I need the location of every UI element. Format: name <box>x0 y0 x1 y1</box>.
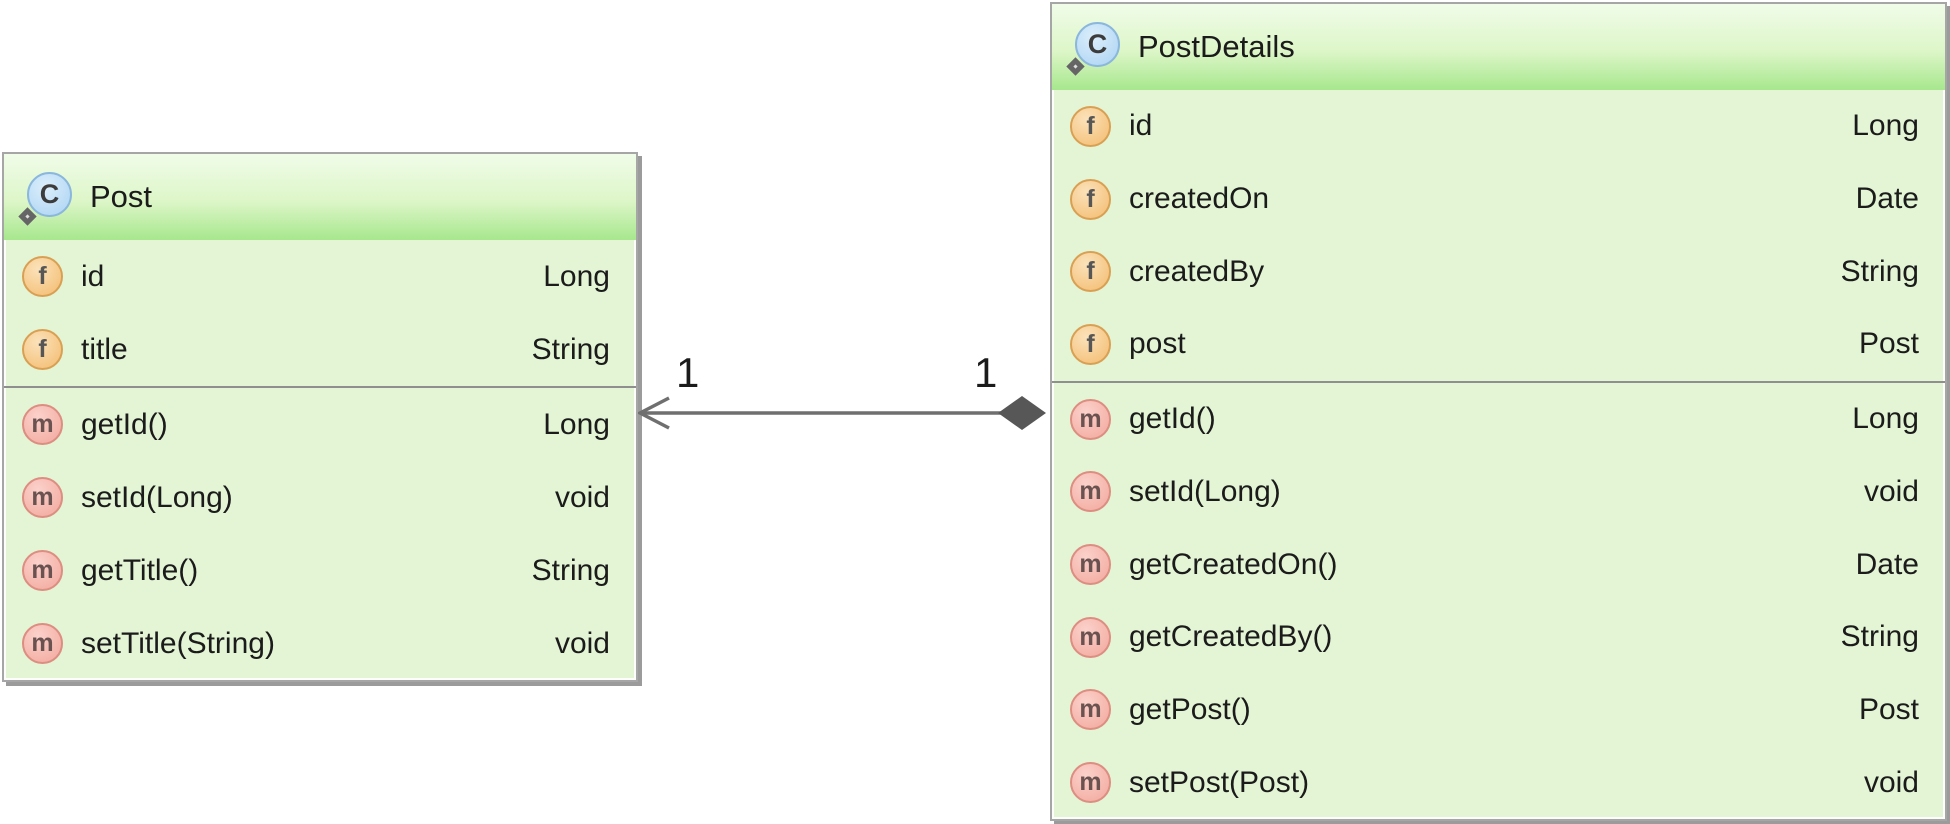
method-type: void <box>1863 765 1919 799</box>
multiplicity-label-post-end: 1 <box>676 349 700 396</box>
class-node-post[interactable]: C Post f id Long f title String m getId(… <box>2 152 638 682</box>
field-icon: f <box>1070 105 1111 147</box>
fields-methods-separator <box>4 386 636 388</box>
method-type: void <box>554 626 610 660</box>
fields-methods-separator <box>1052 380 1945 383</box>
method-row[interactable]: m setId(Long) void <box>1052 456 1945 529</box>
composition-diamond-icon <box>998 396 1046 430</box>
open-arrowhead-icon <box>638 396 670 430</box>
method-icon: m <box>1070 762 1111 804</box>
method-name: getId() <box>81 407 168 441</box>
method-row[interactable]: m setTitle(String) void <box>4 607 636 680</box>
field-name: createdOn <box>1129 182 1270 216</box>
method-row[interactable]: m getTitle() String <box>4 534 636 607</box>
method-type: String <box>531 553 610 587</box>
method-row[interactable]: m getCreatedOn() Date <box>1052 528 1945 601</box>
method-name: setPost(Post) <box>1129 765 1310 799</box>
method-icon: m <box>1070 689 1111 731</box>
method-icon: m <box>1070 398 1111 440</box>
field-name: id <box>1129 109 1153 143</box>
method-type: void <box>1863 474 1919 508</box>
class-title: PostDetails <box>1138 29 1295 64</box>
method-name: getCreatedOn() <box>1129 547 1338 581</box>
method-type: Date <box>1855 547 1919 581</box>
field-name: post <box>1129 327 1186 361</box>
method-icon: m <box>22 477 63 518</box>
field-type: Date <box>1855 182 1919 216</box>
field-type: Long <box>543 259 610 293</box>
association-connector[interactable] <box>638 358 1052 470</box>
method-icon: m <box>22 550 63 591</box>
method-row[interactable]: m getId() Long <box>1052 383 1945 456</box>
field-row[interactable]: f createdBy String <box>1052 235 1945 308</box>
field-icon: f <box>22 329 63 370</box>
field-icon: f <box>1070 251 1111 293</box>
method-type: Post <box>1858 692 1919 726</box>
class-node-postdetails[interactable]: C PostDetails f id Long f createdOn Date… <box>1050 2 1947 821</box>
method-type: void <box>554 480 610 514</box>
method-icon: m <box>1070 544 1111 586</box>
field-row[interactable]: f createdOn Date <box>1052 163 1945 236</box>
method-row[interactable]: m setPost(Post) void <box>1052 746 1945 819</box>
method-type: Long <box>1852 402 1919 436</box>
field-icon: f <box>1070 323 1111 365</box>
class-title: Post <box>90 179 153 214</box>
field-type: Post <box>1858 327 1919 361</box>
class-icon-letter: C <box>27 172 72 217</box>
field-type: String <box>1840 254 1919 288</box>
method-name: setTitle(String) <box>81 626 275 660</box>
class-icon-letter: C <box>1075 22 1120 67</box>
method-icon: m <box>1070 471 1111 513</box>
method-name: setId(Long) <box>81 480 233 514</box>
method-name: getId() <box>1129 402 1216 436</box>
method-row[interactable]: m getCreatedBy() String <box>1052 601 1945 674</box>
field-name: title <box>81 332 128 366</box>
method-type: Long <box>543 407 610 441</box>
multiplicity-label-postdetails-end: 1 <box>974 349 998 396</box>
method-name: setId(Long) <box>1129 474 1281 508</box>
method-row[interactable]: m getId() Long <box>4 388 636 461</box>
class-header[interactable]: C PostDetails <box>1052 4 1945 90</box>
method-icon: m <box>22 404 63 445</box>
method-row[interactable]: m setId(Long) void <box>4 461 636 534</box>
method-icon: m <box>1070 616 1111 658</box>
field-name: createdBy <box>1129 254 1265 288</box>
class-icon: C <box>1066 22 1120 76</box>
field-type: String <box>531 332 610 366</box>
class-header[interactable]: C Post <box>4 154 636 240</box>
method-name: getCreatedBy() <box>1129 620 1333 654</box>
field-name: id <box>81 259 105 293</box>
method-icon: m <box>22 623 63 664</box>
field-row[interactable]: f id Long <box>1052 90 1945 163</box>
method-name: getPost() <box>1129 692 1251 726</box>
field-icon: f <box>1070 178 1111 220</box>
field-row[interactable]: f id Long <box>4 240 636 313</box>
field-icon: f <box>22 256 63 297</box>
field-row[interactable]: f title String <box>4 313 636 386</box>
field-type: Long <box>1852 109 1919 143</box>
class-icon: C <box>18 172 72 226</box>
method-row[interactable]: m getPost() Post <box>1052 674 1945 747</box>
method-type: String <box>1840 620 1919 654</box>
field-row[interactable]: f post Post <box>1052 308 1945 381</box>
method-name: getTitle() <box>81 553 199 587</box>
